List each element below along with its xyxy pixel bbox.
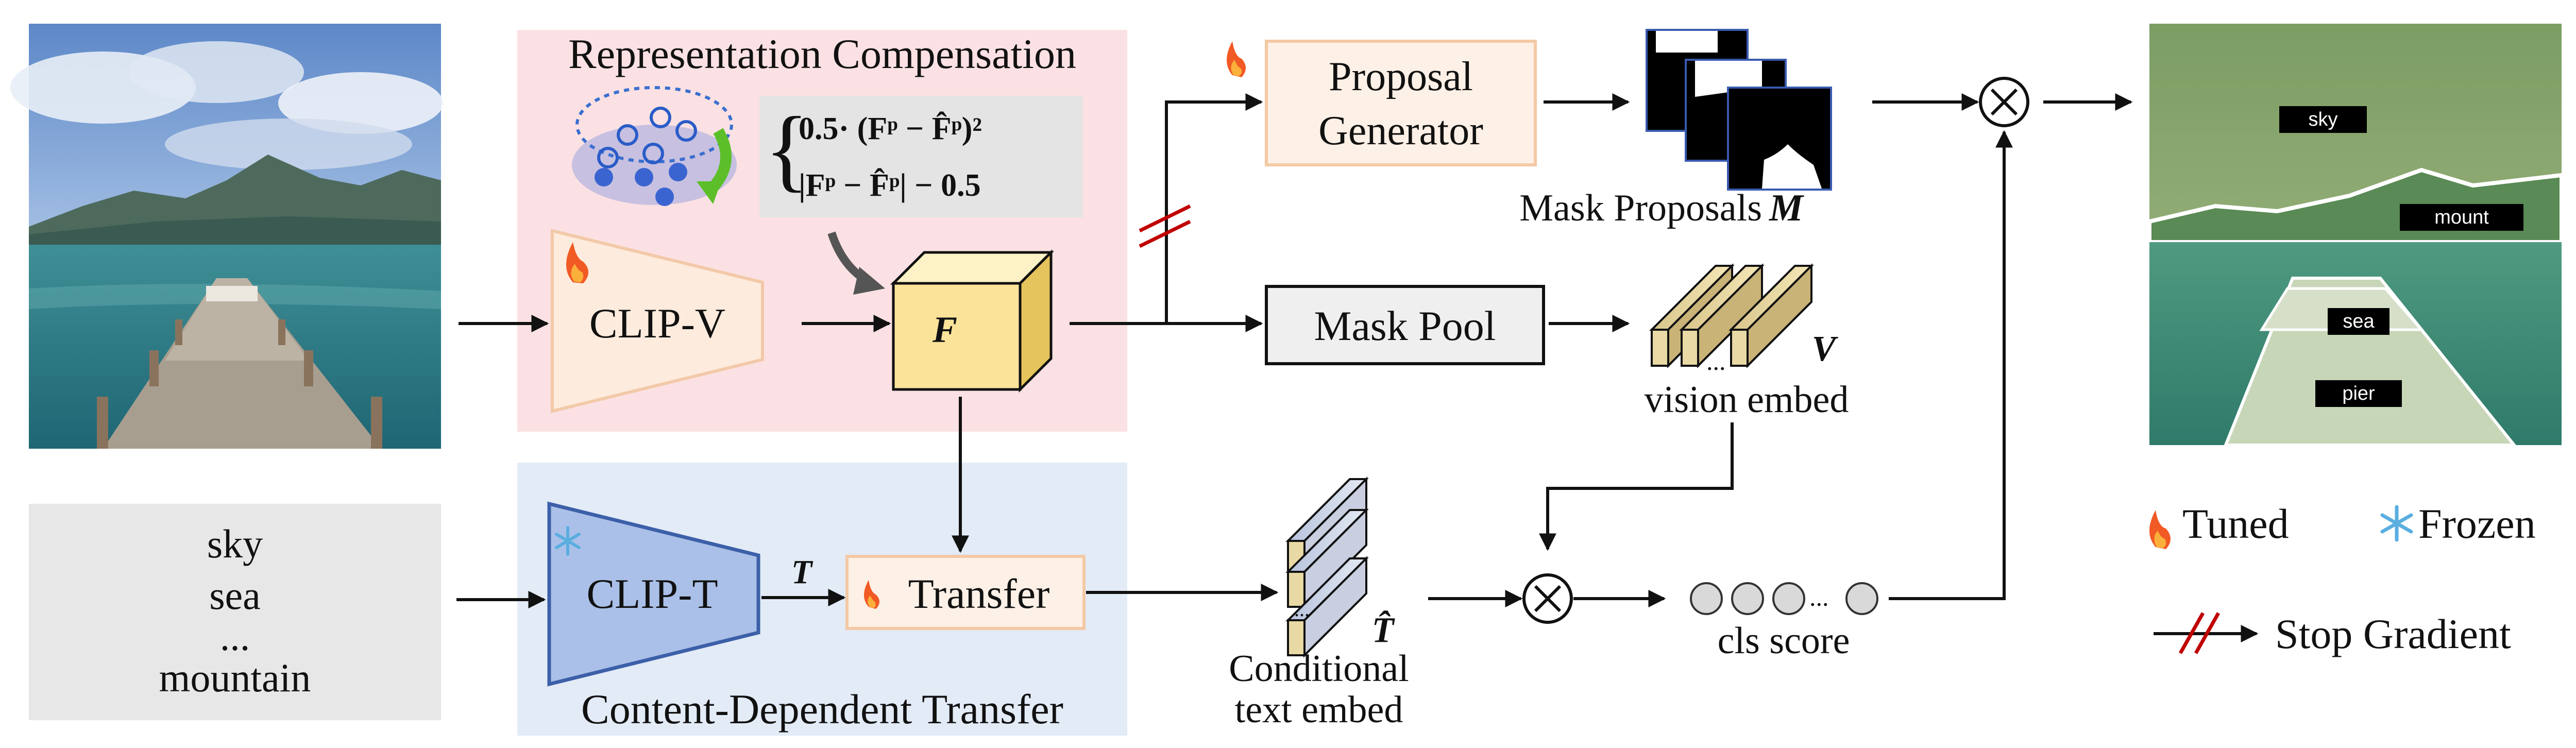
clip-t-label: CLIP-T	[586, 570, 718, 617]
arrow-cube-to-proposal-generator	[1165, 93, 1263, 324]
mask-pool-label: Mask Pool	[1314, 302, 1496, 349]
vision-embed-symbol: V	[1812, 329, 1839, 369]
conditional-text-label-2: text embed	[1235, 689, 1403, 731]
flame-icon	[1227, 41, 1246, 77]
seg-label-bg	[2328, 308, 2389, 335]
flame-icon	[864, 580, 879, 609]
conditional-text-dots: ...	[1294, 598, 1310, 621]
clip-t-encoder	[547, 501, 760, 687]
mask-pool-module	[1265, 285, 1545, 365]
formula-brace: {	[765, 98, 809, 200]
seg-label-bg	[2315, 380, 2402, 407]
feature-cube	[890, 249, 1055, 393]
flame-icon	[566, 242, 588, 283]
legend-stop-gradient: Stop Gradient	[2275, 610, 2511, 657]
text-input-line-2: sea	[209, 573, 261, 618]
seg-label-mount: mount	[2434, 207, 2489, 228]
stop-gradient-mark	[1139, 204, 1191, 248]
conditional-text-symbol: T̂	[1372, 610, 1396, 650]
seg-label-bg	[2400, 204, 2523, 231]
flame-icon	[2149, 510, 2171, 549]
snowflake-icon	[2380, 505, 2413, 542]
proposal-generator-label-1: Proposal	[1329, 54, 1473, 99]
arrow-vision-to-multiply	[1539, 422, 1734, 551]
seg-label-bg	[2279, 106, 2367, 133]
cls-score-circles	[1690, 582, 1878, 615]
multiply-operator-top	[1979, 77, 2029, 127]
vision-embed-bars	[1649, 263, 1814, 368]
snowflake-icon	[555, 526, 581, 556]
seg-label-sky: sky	[2309, 109, 2338, 130]
mask-proposals-label: Mask Proposals	[1519, 187, 1762, 229]
transfer-module	[845, 555, 1086, 630]
proposal-generator-label-2: Generator	[1318, 108, 1483, 154]
transfer-label: Transfer	[908, 570, 1050, 617]
cls-score-dots: ...	[1809, 583, 1829, 611]
legend-tuned: Tuned	[2182, 500, 2289, 547]
seg-label-sea: sea	[2343, 311, 2375, 332]
loss-formula-box	[759, 96, 1083, 217]
legend-frozen: Frozen	[2418, 500, 2536, 547]
feature-cube-label: F	[932, 309, 957, 350]
conditional-text-label-1: Conditional	[1229, 648, 1409, 690]
representation-compensation-title: Representation Compensation	[568, 30, 1076, 77]
text-input-line-1: sky	[207, 521, 263, 566]
text-embedding-symbol: T	[791, 553, 814, 591]
arrow-cls-to-top-multiply	[1889, 130, 2013, 600]
vision-embed-label: vision embed	[1645, 379, 1849, 421]
vision-embed-dots: ...	[1706, 347, 1726, 376]
conditional-text-embed-bars	[1285, 477, 1369, 658]
proposal-generator-module	[1265, 40, 1537, 166]
text-input-line-4: mountain	[159, 655, 311, 700]
clip-v-label: CLIP-V	[589, 300, 725, 347]
mask-proposals-symbol: M	[1769, 187, 1804, 229]
formula-line-2: |Fᵖ − F̂ᵖ| − 0.5	[799, 168, 981, 203]
text-input-line-3: ...	[220, 614, 250, 659]
content-dependent-transfer-title: Content-Dependent Transfer	[581, 686, 1063, 733]
formula-line-1: 0.5· (Fᵖ − F̂ᵖ)²	[799, 111, 982, 146]
cls-score-label: cls score	[1718, 620, 1850, 662]
input-image	[10, 24, 443, 449]
text-input-box	[29, 504, 441, 720]
stop-gradient-mark	[2178, 612, 2221, 654]
compensation-icon	[572, 86, 737, 206]
seg-label-pier: pier	[2342, 383, 2375, 404]
clip-v-encoder	[551, 229, 764, 413]
multiply-operator-bottom	[1522, 573, 1573, 624]
mask-proposals-stack	[1646, 29, 1832, 191]
